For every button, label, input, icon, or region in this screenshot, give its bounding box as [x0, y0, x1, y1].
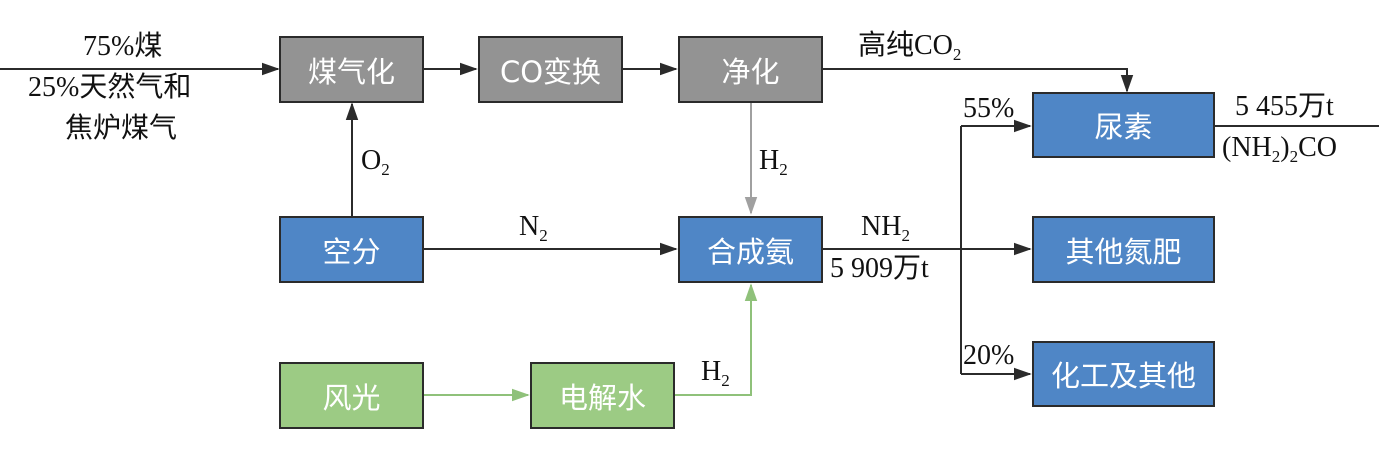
feed-gas-label: 25%天然气和 — [28, 72, 192, 103]
nh3-base: NH — [861, 211, 902, 242]
electrolysis-box: 电解水 — [530, 362, 675, 429]
nh3-subscript: 2 — [901, 226, 910, 245]
urea-formula-part-c: CO — [1298, 132, 1337, 163]
urea-formula-subscript-1: 2 — [1271, 147, 1281, 166]
urea-formula-subscript-2: 2 — [1289, 147, 1299, 166]
urea-formula-label: (NH2)2CO — [1222, 132, 1337, 166]
ammonia-synthesis-box: 合成氨 — [678, 216, 823, 283]
electrolysis-label: 电解水 — [558, 380, 646, 415]
n2-subscript: 2 — [539, 226, 548, 245]
air-separation-box: 空分 — [279, 216, 424, 283]
feed-coal-label: 75%煤 — [83, 31, 163, 62]
co2-subscript: 2 — [952, 45, 962, 64]
h2-purified-base: H — [759, 145, 780, 176]
o2-base: O — [361, 145, 382, 176]
co2-label: 高纯CO2 — [858, 30, 962, 64]
o2-subscript: 2 — [381, 160, 390, 179]
urea-formula-part-b: ) — [1280, 132, 1290, 163]
purification-box: 净化 — [678, 36, 823, 103]
n2-label: N2 — [519, 211, 548, 245]
chemical-share-label: 20% — [963, 340, 1015, 371]
wind-solar-box: 风光 — [279, 362, 424, 429]
h2-electrolysis-label: H2 — [701, 356, 730, 390]
feed-coke-gas-label: 焦炉煤气 — [65, 113, 178, 144]
n2-base: N — [519, 211, 540, 242]
arrow-co2-to-urea — [823, 68, 1134, 93]
co-shift-box: CO变换 — [478, 36, 623, 103]
o2-label: O2 — [361, 145, 390, 179]
purification-label: 净化 — [721, 54, 780, 89]
urea-box: 尿素 — [1032, 92, 1215, 158]
urea-output-label: 5 455万t — [1235, 91, 1334, 122]
ammonia-synthesis-label: 合成氨 — [706, 234, 794, 269]
co2-text: 高纯CO — [858, 30, 953, 61]
other-nitrogen-fertilizer-label: 其他氮肥 — [1065, 234, 1182, 269]
nh3-label: NH2 — [861, 211, 910, 245]
chemical-and-other-label: 化工及其他 — [1050, 359, 1196, 393]
urea-formula-part-a: (NH — [1222, 132, 1272, 163]
h2-purified-label: H2 — [759, 145, 788, 179]
urea-share-label: 55% — [963, 93, 1015, 124]
chemical-and-other-box: 化工及其他 — [1032, 341, 1215, 407]
air-separation-label: 空分 — [322, 234, 381, 269]
wind-solar-label: 风光 — [322, 380, 381, 415]
h2-purified-subscript: 2 — [779, 160, 788, 179]
gasification-box: 煤气化 — [279, 36, 424, 103]
urea-label: 尿素 — [1094, 110, 1153, 144]
gasification-label: 煤气化 — [307, 54, 395, 89]
co-shift-label: CO变换 — [499, 54, 602, 89]
ammonia-output-label: 5 909万t — [830, 253, 929, 284]
h2-electrolysis-subscript: 2 — [721, 371, 730, 390]
arrow-green-h2-to-ammonia — [675, 283, 758, 396]
h2-electrolysis-base: H — [701, 356, 722, 387]
other-nitrogen-fertilizer-box: 其他氮肥 — [1032, 216, 1215, 283]
